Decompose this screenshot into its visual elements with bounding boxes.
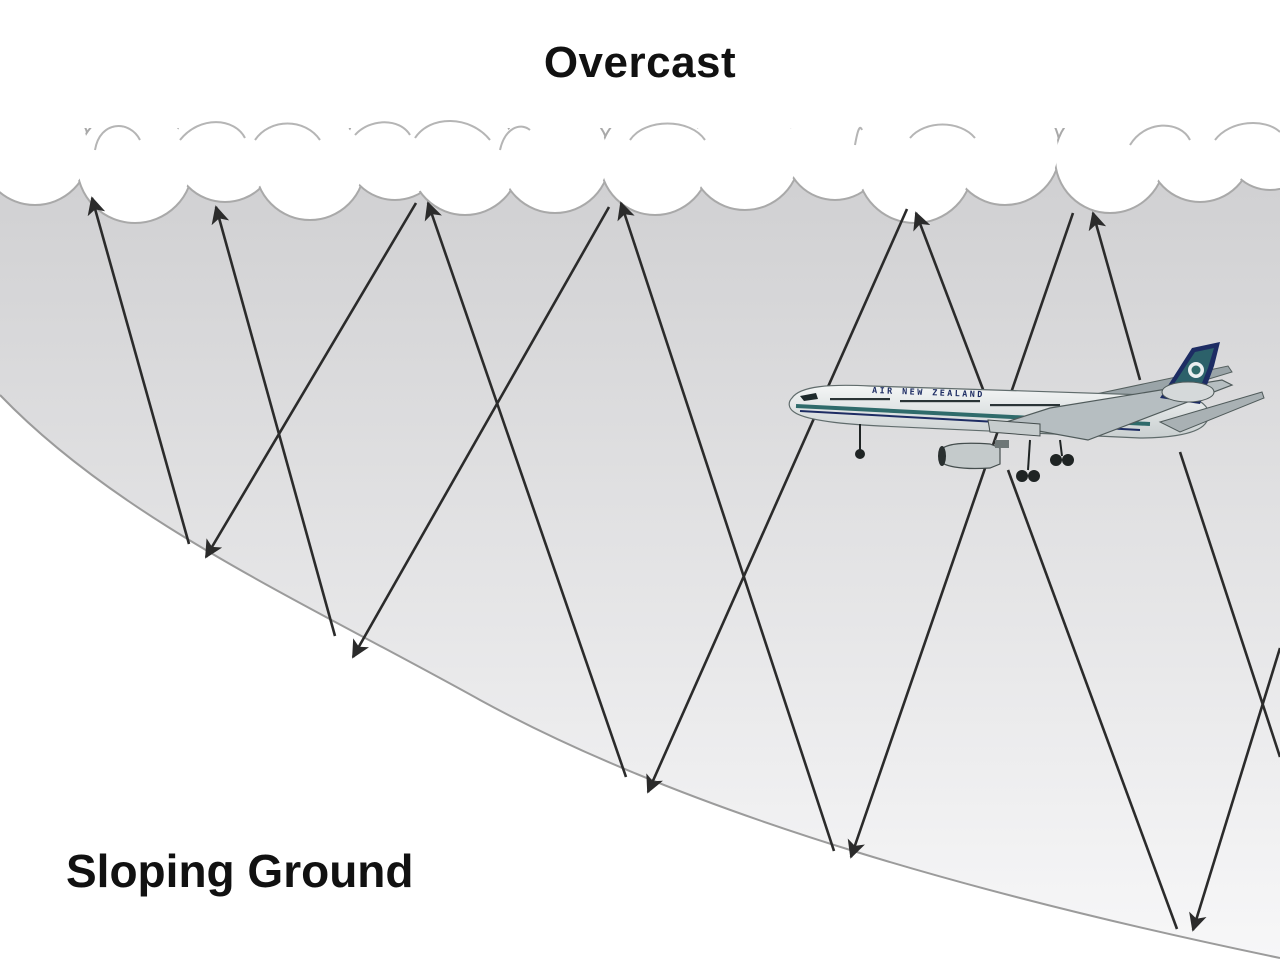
overcast-label: Overcast [543, 38, 737, 87]
arrow-down-2 [351, 206, 611, 659]
reflection-arrows [87, 196, 1280, 932]
arrow-up-6b [1088, 211, 1142, 381]
aircraft-image: AIR NEW ZEALAND [788, 342, 1265, 482]
arrow-down-5 [1189, 647, 1280, 932]
sloping-ground-label: Sloping Ground [66, 845, 414, 897]
arrow-down-1 [204, 202, 418, 559]
arrow-up-1 [87, 196, 191, 545]
livery-text: AIR NEW ZEALAND [872, 386, 985, 400]
arrow-up-5 [913, 211, 986, 393]
arrow-up-2 [211, 205, 337, 637]
cloud-band [0, 0, 1280, 224]
arrow-down-4 [847, 212, 1075, 859]
arrow-up-4 [617, 201, 836, 852]
arrow-up-6 [1006, 469, 1179, 930]
arrow-down-3 [646, 208, 909, 794]
sky-region [0, 150, 1280, 958]
arrow-up-3 [424, 201, 628, 778]
arrow-up-7 [1178, 451, 1280, 758]
ground-line [0, 394, 1280, 959]
